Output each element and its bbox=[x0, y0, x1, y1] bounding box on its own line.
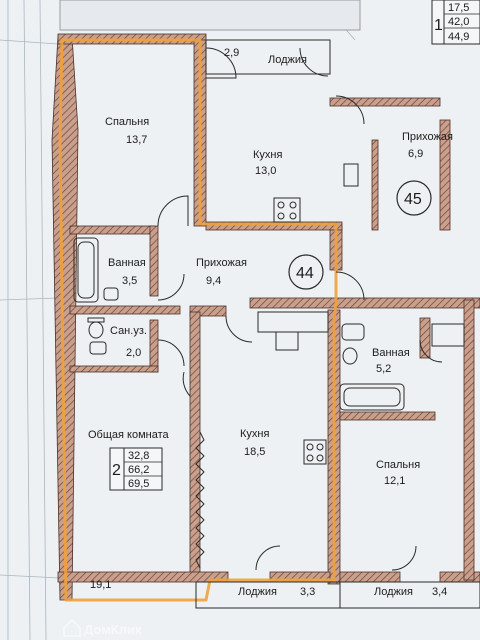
room-labels: Спальня 13,7 Кухня 13,0 Ванная 3,5 Прихо… bbox=[88, 47, 453, 598]
room-label-bedroom1: Спальня bbox=[105, 116, 149, 128]
corner-value-2: 42,0 bbox=[448, 16, 469, 28]
loggia-label-top: Лоджия bbox=[268, 54, 307, 66]
loggia-area-bottom1: 3,3 bbox=[300, 586, 315, 598]
summary-total-loggia: 69,5 bbox=[128, 478, 149, 490]
sink-icon bbox=[89, 341, 107, 355]
loggia-top-strip bbox=[205, 39, 331, 75]
sink-icon bbox=[341, 323, 365, 341]
room-label-hall44: Прихожая bbox=[196, 257, 247, 269]
corner-summary-box: 1 17,5 42,0 44,9 bbox=[431, 0, 480, 45]
room-area-wc: 2,0 bbox=[126, 347, 141, 359]
room-label-kitchen-top: Кухня bbox=[253, 149, 282, 161]
summary-total: 66,2 bbox=[128, 464, 149, 476]
stove-icon bbox=[303, 439, 327, 465]
room-area-hall45: 6,9 bbox=[408, 148, 423, 160]
room-label-bath2: Ванная bbox=[372, 347, 410, 359]
apartment-outline bbox=[58, 38, 338, 602]
sink-icon bbox=[275, 331, 299, 351]
room-label-bath1: Ванная bbox=[108, 257, 146, 269]
apartment-number-45: 45 bbox=[396, 180, 432, 216]
toilet-icon bbox=[342, 347, 358, 365]
corner-room-count: 1 bbox=[434, 17, 443, 34]
fixtures bbox=[73, 163, 465, 569]
room-area-bedroom2: 12,1 bbox=[384, 475, 405, 487]
svg-text:44: 44 bbox=[296, 265, 314, 282]
summary-room-count: 2 bbox=[112, 462, 121, 479]
room-label-living: Общая комната bbox=[88, 429, 170, 441]
corner-value-1: 17,5 bbox=[448, 2, 469, 14]
house-icon bbox=[63, 618, 81, 637]
svg-text:45: 45 bbox=[404, 191, 422, 208]
room-area-kitchen44: 18,5 bbox=[244, 446, 265, 458]
living-area-value: 19,1 bbox=[90, 579, 111, 591]
domclick-logo: ДомКлик bbox=[63, 618, 142, 637]
room-area-bath1: 3,5 bbox=[122, 275, 137, 287]
bathtub-icon bbox=[339, 383, 405, 411]
loggia-label-bottom2: Лоджия bbox=[374, 586, 413, 598]
summary-living: 32,8 bbox=[128, 450, 149, 462]
bathtub-icon bbox=[73, 237, 99, 303]
shower-icon bbox=[431, 323, 465, 347]
apartment-number-44: 44 bbox=[288, 254, 324, 290]
room-label-kitchen44: Кухня bbox=[240, 428, 269, 440]
room-area-bath2: 5,2 bbox=[376, 363, 391, 375]
watermark-text: ДомКлик bbox=[84, 622, 142, 637]
loggia-label-bottom1: Лоджия bbox=[238, 586, 277, 598]
sink-icon bbox=[103, 287, 119, 301]
room-label-hall45: Прихожая bbox=[402, 131, 453, 143]
top-strip bbox=[59, 0, 361, 31]
stove-icon bbox=[273, 197, 301, 223]
area-summary-box: 2 32,8 66,2 69,5 bbox=[109, 447, 163, 491]
loggia-area-top: 2,9 bbox=[224, 47, 239, 59]
loggia-area-bottom2: 3,4 bbox=[432, 586, 447, 598]
loggia-strip bbox=[195, 581, 480, 609]
room-label-wc: Сан.уз. bbox=[110, 325, 147, 337]
room-area-hall44: 9,4 bbox=[206, 275, 221, 287]
room-area-kitchen-top: 13,0 bbox=[255, 165, 276, 177]
room-label-bedroom2: Спальня bbox=[376, 459, 420, 471]
room-area-bedroom1: 13,7 bbox=[126, 134, 147, 146]
doors bbox=[157, 47, 443, 571]
sliding-partition bbox=[195, 431, 205, 569]
sink-icon bbox=[343, 163, 359, 187]
corner-value-3: 44,9 bbox=[448, 31, 469, 43]
